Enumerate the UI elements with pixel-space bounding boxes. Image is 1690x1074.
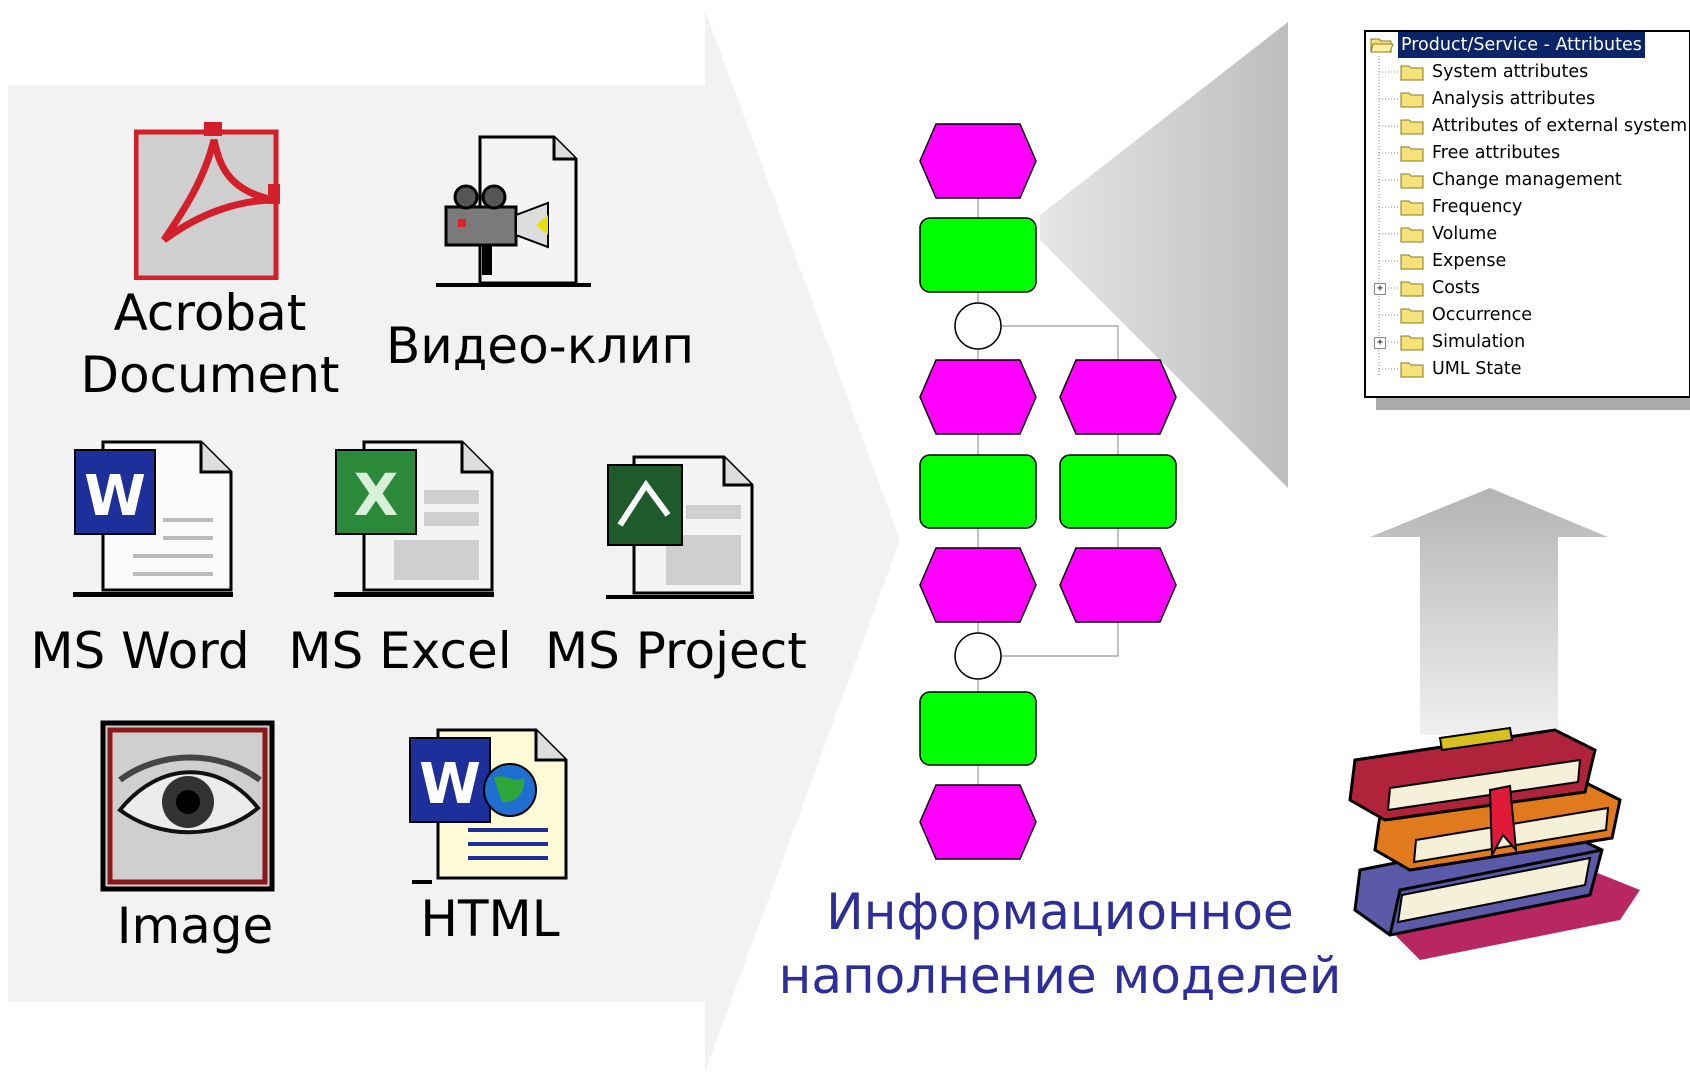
folder-icon [1400, 227, 1424, 243]
html-label: HTML [420, 890, 560, 948]
folder-icon [1400, 200, 1424, 216]
folder-icon [1400, 308, 1424, 324]
tree-item-label: Free attributes [1432, 143, 1561, 163]
expand-plus-icon[interactable]: + [1374, 337, 1386, 349]
event-6 [919, 784, 1037, 860]
folder-open-icon [1370, 38, 1394, 53]
function-1 [919, 217, 1037, 293]
tree-item-label: UML State [1432, 359, 1522, 379]
ms-project-label: MS Project [545, 622, 807, 680]
folder-icon [1400, 65, 1424, 81]
tree-root[interactable]: Product/Service - Attributes [1366, 32, 1666, 58]
folder-icon [1400, 173, 1424, 189]
tree-item-label: Costs [1432, 278, 1481, 298]
caption: Информационное наполнение моделей [778, 883, 1342, 1005]
event-3 [1059, 359, 1177, 435]
svg-text:W: W [84, 464, 146, 529]
tree-item-label: Analysis attributes [1432, 89, 1596, 109]
up-arrow [1370, 488, 1608, 735]
ms-word-label: MS Word [30, 622, 250, 680]
tree-item-free-attributes[interactable]: Free attributes [1366, 140, 1666, 166]
image-label: Image [116, 897, 274, 955]
folder-icon [1400, 119, 1424, 135]
acrobat-label: Acrobat Document [80, 284, 340, 404]
folder-icon [1400, 254, 1424, 270]
tree-item-uml-state[interactable]: UML State [1366, 356, 1666, 382]
event-2 [919, 359, 1037, 435]
tree-item-change-management[interactable]: Change management [1366, 167, 1666, 193]
function-2 [919, 454, 1037, 529]
image-eye-icon [100, 720, 275, 892]
event-1 [919, 123, 1037, 199]
tree-item-label: Expense [1432, 251, 1507, 271]
folder-icon [1400, 362, 1424, 378]
folder-icon [1400, 281, 1424, 297]
ms-excel-label: MS Excel [288, 622, 512, 680]
tree-item-label: Volume [1432, 224, 1498, 244]
folder-icon [1400, 146, 1424, 162]
folder-icon [1400, 335, 1424, 351]
tree-item-attributes-external-system[interactable]: Attributes of external system [1366, 113, 1688, 139]
connector-split [954, 302, 1002, 350]
event-5 [1059, 547, 1177, 623]
expand-plus-icon[interactable]: + [1374, 283, 1386, 295]
ms-excel-icon: X [334, 440, 494, 598]
function-3 [1059, 454, 1177, 529]
books-stack-icon [1348, 726, 1640, 960]
folder-icon [1400, 92, 1424, 108]
zoom-wedge [1040, 22, 1288, 488]
tree-item-simulation[interactable]: + Simulation [1366, 329, 1666, 355]
tree-item-label: Simulation [1432, 332, 1526, 352]
attribute-tree-panel: Product/Service - Attributes System attr… [1364, 30, 1690, 398]
tree-item-expense[interactable]: Expense [1366, 248, 1666, 274]
event-4 [919, 547, 1037, 623]
video-clip-label: Видео-клип [385, 317, 695, 375]
html-document-icon: W [408, 728, 568, 886]
function-4 [919, 691, 1037, 766]
tree-item-analysis-attributes[interactable]: Analysis attributes [1366, 86, 1666, 112]
tree-item-costs[interactable]: + Costs [1366, 275, 1666, 301]
tree-item-system-attributes[interactable]: System attributes [1366, 59, 1666, 85]
tree-item-occurrence[interactable]: Occurrence [1366, 302, 1666, 328]
ms-project-icon [606, 455, 754, 600]
connector-join [954, 632, 1002, 680]
svg-text:X: X [354, 461, 399, 529]
tree-item-label: System attributes [1432, 62, 1589, 82]
tree-item-volume[interactable]: Volume [1366, 221, 1666, 247]
tree-item-frequency[interactable]: Frequency [1366, 194, 1666, 220]
video-clip-icon [436, 135, 591, 290]
ms-word-icon: W [73, 440, 233, 598]
tree-root-label: Product/Service - Attributes [1398, 32, 1645, 58]
tree-item-label: Frequency [1432, 197, 1523, 217]
acrobat-icon [133, 120, 294, 281]
tree-item-label: Change management [1432, 170, 1622, 190]
svg-text:W: W [419, 752, 481, 817]
tree-item-label: Occurrence [1432, 305, 1533, 325]
tree-item-label: Attributes of external system [1432, 116, 1688, 136]
